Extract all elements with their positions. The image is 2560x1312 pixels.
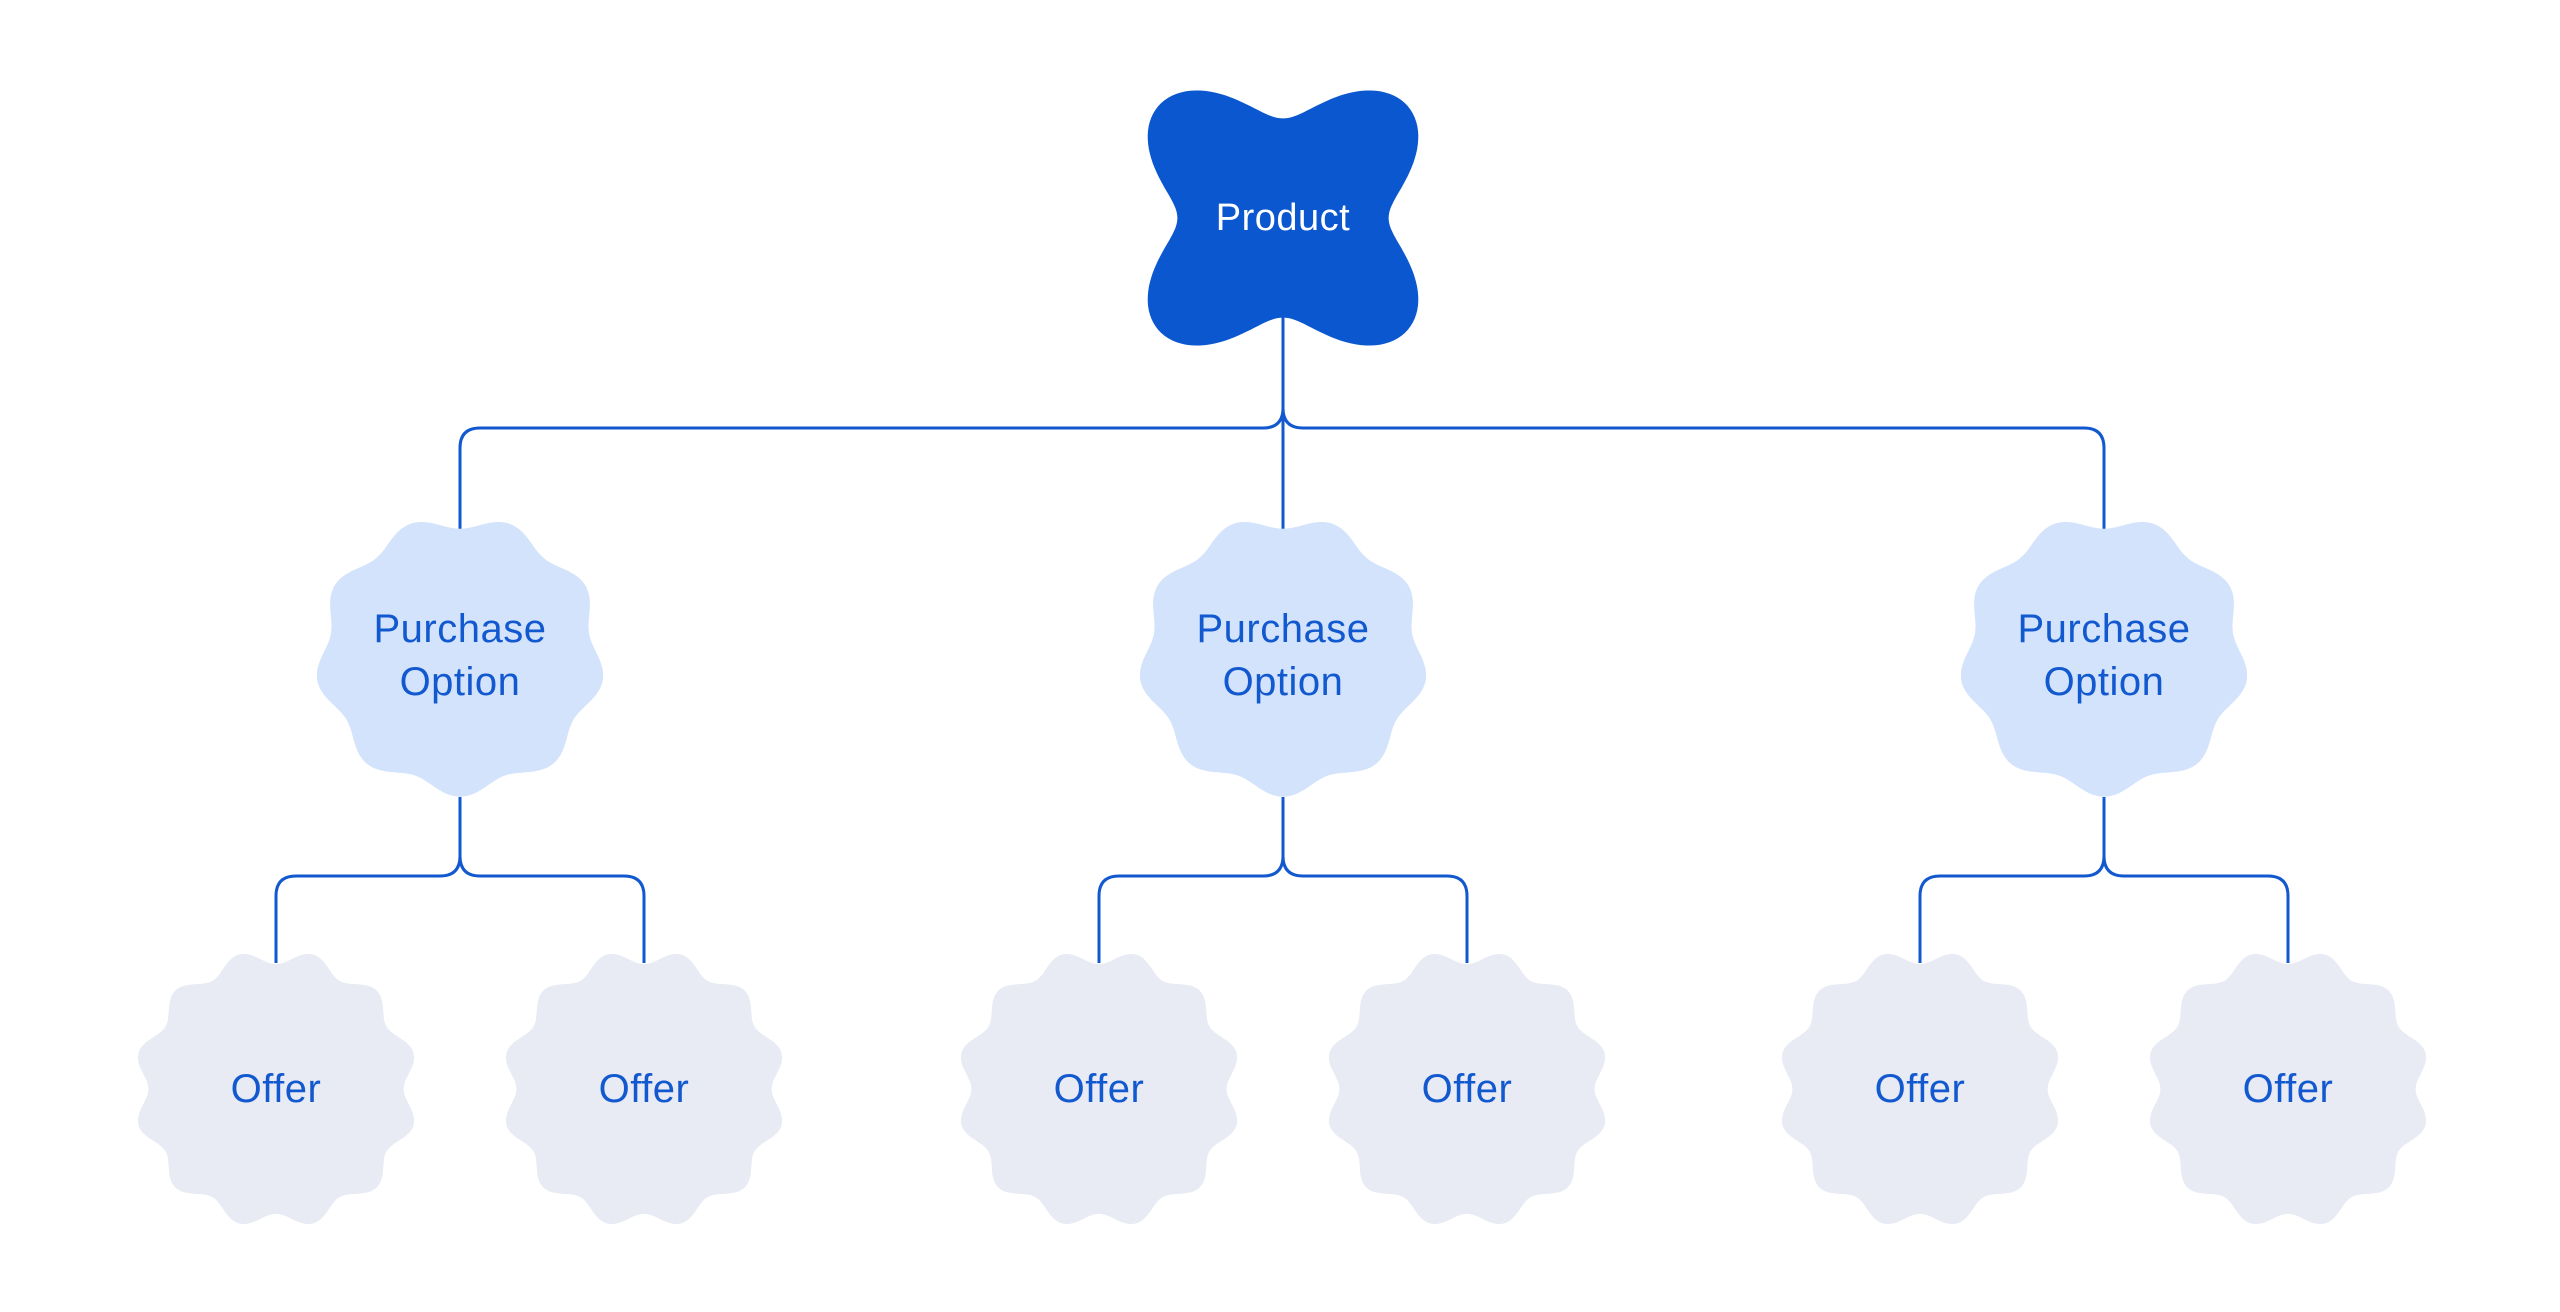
offer-node-shape-1: [137, 953, 415, 1225]
connector-purchase3-to-offer6: [2102, 797, 2290, 963]
offer-node-shape-6: [2149, 953, 2427, 1225]
product-node-shape: [1147, 90, 1419, 346]
connector-purchase2-to-offer3: [1097, 797, 1285, 963]
purchase-option-node-shape-3: [1960, 522, 2248, 797]
offer-node-shape-4: [1328, 953, 1606, 1225]
purchase-option-node-shape-1: [316, 522, 604, 797]
offer-node-shape-5: [1781, 953, 2059, 1225]
connectors-level-1: [458, 317, 2106, 529]
connector-product-to-purchase-right: [1281, 407, 2106, 529]
connector-purchase2-to-offer4: [1281, 797, 1469, 963]
purchase-option-node-shape-2: [1139, 522, 1427, 797]
connector-product-to-purchase-left: [458, 407, 1285, 529]
connector-purchase1-to-offer1: [274, 797, 462, 963]
connector-purchase3-to-offer5: [1918, 797, 2106, 963]
offer-node-shape-2: [505, 953, 783, 1225]
connector-purchase1-to-offer2: [458, 797, 646, 963]
offer-node-shape-3: [960, 953, 1238, 1225]
connectors-level-2: [274, 797, 2290, 963]
